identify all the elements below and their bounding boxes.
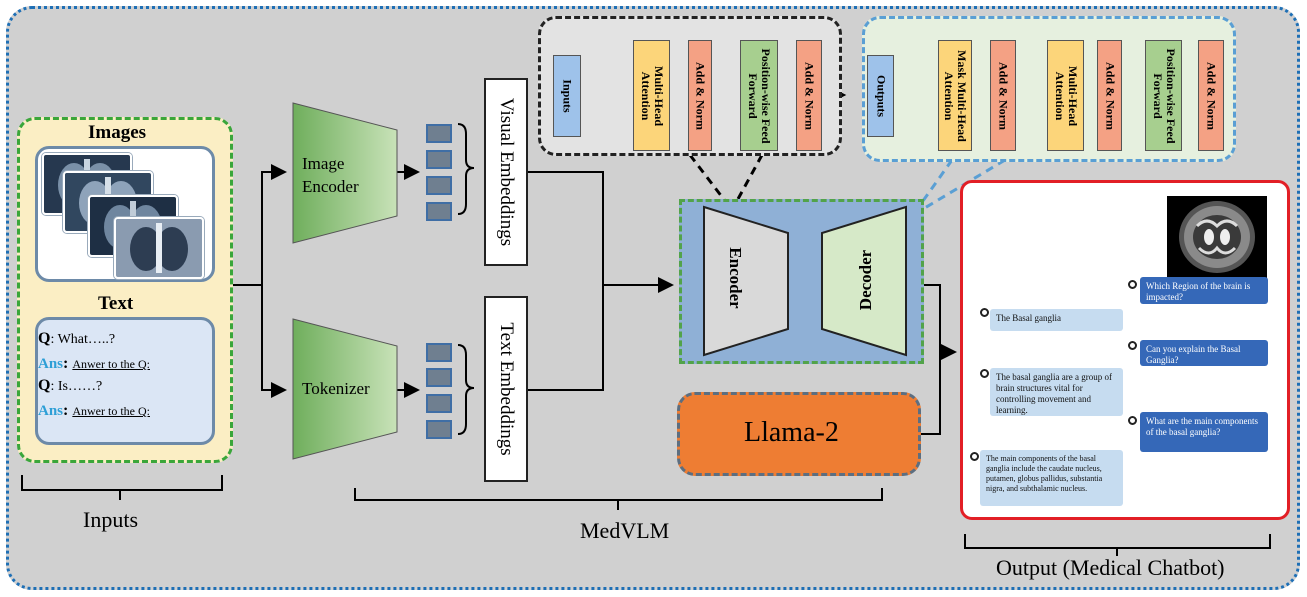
- visual-token: [426, 124, 452, 143]
- text-token: [426, 420, 452, 439]
- output-caption: Output (Medical Chatbot): [996, 555, 1225, 580]
- text-token: [426, 368, 452, 387]
- chat-message-bot: The basal ganglia are a group of brain s…: [990, 368, 1123, 416]
- chat-message-user: Can you explain the Basal Ganglia?: [1140, 340, 1268, 366]
- q-text: : What…..?: [50, 332, 116, 347]
- q-label: Q: [38, 377, 51, 394]
- dec-position-ff-block: Position-wise Feed Forward: [1145, 40, 1182, 151]
- images-box: [35, 146, 215, 282]
- text-token: [426, 394, 452, 413]
- enc-multi-head-block: Multi-Head Attention: [633, 40, 670, 151]
- q-text: : Is……?: [50, 379, 103, 394]
- enc-position-ff-block: Position-wise Feed Forward: [740, 40, 778, 151]
- decoder-label: Decoder: [856, 249, 875, 311]
- visual-token: [426, 150, 452, 169]
- qa-question-2: Q: Is……?: [38, 377, 102, 395]
- medvlm-caption: MedVLM: [580, 518, 670, 543]
- dec-mask-multi-head-block: Mask Multi-Head Attention: [938, 40, 972, 151]
- text-box: [35, 317, 215, 445]
- chat-message-bot: The main components of the basal ganglia…: [980, 450, 1123, 506]
- enc-add-norm-1-block: Add & Norm: [688, 40, 712, 151]
- ans-label: Ans: [38, 403, 64, 419]
- dec-outputs-block: Outputs: [867, 55, 894, 137]
- encoder-label: Encoder: [726, 247, 745, 309]
- text-embeddings-label: Text Embeddings: [496, 322, 517, 456]
- text-heading: Text: [98, 293, 134, 314]
- text-embeddings-box: Text Embeddings: [484, 296, 528, 482]
- images-heading: Images: [88, 122, 147, 143]
- visual-embeddings-label: Visual Embeddings: [496, 97, 517, 247]
- inputs-caption: Inputs: [83, 507, 138, 532]
- enc-inputs-block: Inputs: [553, 55, 581, 137]
- text-token: [426, 343, 452, 362]
- encoder-decoder-shapes: [703, 205, 907, 357]
- llama-2-block: [677, 392, 921, 476]
- enc-add-norm-2-block: Add & Norm: [796, 40, 822, 151]
- chat-message-user: Which Region of the brain is impacted?: [1140, 277, 1268, 304]
- q-label: Q: [38, 330, 51, 347]
- dec-add-norm-2-block: Add & Norm: [1097, 40, 1122, 151]
- image-encoder-shape: [292, 102, 398, 244]
- ans-label: Ans: [38, 356, 64, 372]
- visual-token: [426, 202, 452, 221]
- visual-token: [426, 176, 452, 195]
- user-avatar-icon: [1128, 416, 1137, 425]
- ans-text: Anwer to the Q:: [72, 357, 150, 371]
- qa-question-1: Q: What…..?: [38, 330, 115, 348]
- ans-text: Anwer to the Q:: [72, 404, 150, 418]
- chat-message-bot: The Basal ganglia: [990, 309, 1123, 331]
- bot-avatar-icon: [980, 308, 989, 317]
- dec-multi-head-block: Multi-Head Attention: [1047, 40, 1084, 151]
- tokenizer-label: Tokenizer: [302, 379, 370, 398]
- dec-add-norm-3-block: Add & Norm: [1198, 40, 1224, 151]
- bot-avatar-icon: [970, 452, 979, 461]
- llama-2-label: Llama-2: [744, 417, 839, 448]
- dec-add-norm-1-block: Add & Norm: [990, 40, 1016, 151]
- visual-embeddings-box: Visual Embeddings: [484, 78, 528, 266]
- chat-message-user: What are the main components of the basa…: [1140, 412, 1268, 452]
- qa-answer-1: Ans: Anwer to the Q:: [38, 355, 150, 372]
- xray-image-4: [114, 217, 204, 279]
- brain-mri-image: [1167, 196, 1267, 278]
- qa-answer-2: Ans: Anwer to the Q:: [38, 402, 150, 419]
- bot-avatar-icon: [980, 369, 989, 378]
- tokenizer-shape: [292, 318, 398, 460]
- user-avatar-icon: [1128, 341, 1137, 350]
- user-avatar-icon: [1128, 280, 1137, 289]
